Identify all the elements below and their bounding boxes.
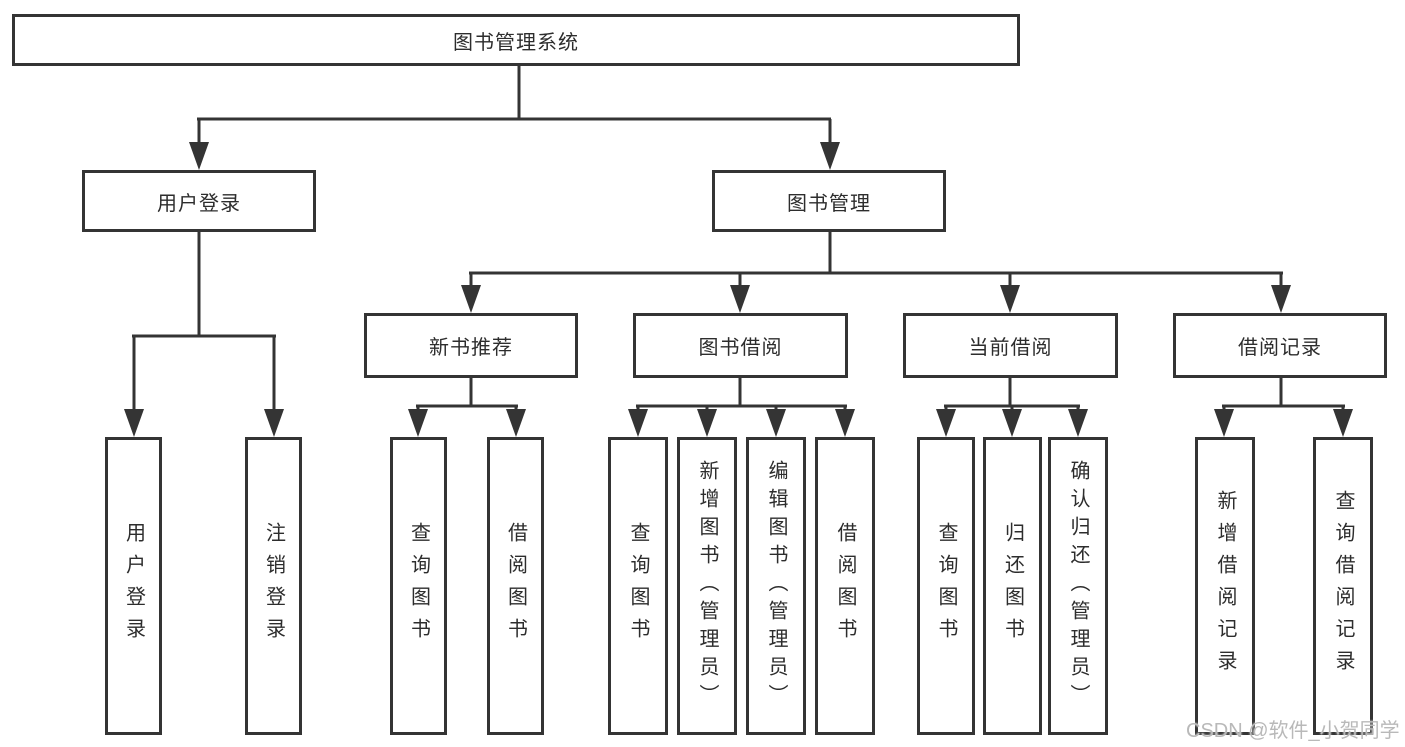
connector-new-book-recommend-to-children <box>408 378 526 437</box>
node-add-book-admin-label: 新增图书（管理员） <box>696 460 718 712</box>
node-recommend-query-books-label: 查询图书 <box>407 522 430 650</box>
csdn-watermark: CSDN @软件_小贺同学 <box>1186 720 1400 742</box>
node-logout-label: 注销登录 <box>262 522 285 650</box>
node-borrow-records: 借阅记录 <box>1173 313 1387 378</box>
arrowhead <box>1068 409 1088 437</box>
connector-current-borrowing-to-children <box>936 378 1088 437</box>
node-query-borrow-record: 查询借阅记录 <box>1313 437 1373 735</box>
node-book-borrowing-label: 图书借阅 <box>698 337 783 359</box>
connector-borrow-records-to-children <box>1214 378 1353 437</box>
node-user-login-action-label: 用户登录 <box>122 522 145 650</box>
node-book-borrowing: 图书借阅 <box>633 313 848 378</box>
node-current-query-books-label: 查询图书 <box>935 522 957 650</box>
arrowhead <box>506 409 526 437</box>
arrowhead <box>124 409 144 437</box>
node-confirm-return-admin-label: 确认归还（管理员） <box>1067 460 1089 712</box>
node-book-management: 图书管理 <box>712 170 946 232</box>
node-user-login: 用户登录 <box>82 170 316 232</box>
node-return-books: 归还图书 <box>983 437 1042 735</box>
arrowhead <box>820 142 840 170</box>
node-user-login-action: 用户登录 <box>105 437 162 735</box>
node-new-book-recommend: 新书推荐 <box>364 313 578 378</box>
node-borrowing-query-books: 查询图书 <box>608 437 668 735</box>
arrowhead <box>408 409 428 437</box>
connector-root-to-level1 <box>189 66 840 170</box>
connector-book-management-to-level2 <box>461 232 1291 313</box>
arrowhead <box>1214 409 1234 437</box>
node-recommend-query-books: 查询图书 <box>390 437 447 735</box>
node-borrowing-query-books-label: 查询图书 <box>627 522 649 650</box>
arrowhead <box>835 409 855 437</box>
arrowhead <box>628 409 648 437</box>
arrowhead <box>264 409 284 437</box>
node-return-books-label: 归还图书 <box>1001 522 1024 650</box>
arrowhead <box>697 409 717 437</box>
node-add-borrow-record-label: 新增借阅记录 <box>1214 490 1236 682</box>
arrowhead <box>936 409 956 437</box>
node-borrowing-borrow-books: 借阅图书 <box>815 437 875 735</box>
node-book-management-label: 图书管理 <box>787 192 871 215</box>
node-add-borrow-record: 新增借阅记录 <box>1195 437 1255 735</box>
node-borrowing-borrow-books-label: 借阅图书 <box>834 522 856 650</box>
node-root-label: 图书管理系统 <box>453 31 579 54</box>
arrowhead <box>730 285 750 313</box>
arrowhead <box>189 142 209 170</box>
node-edit-book-admin: 编辑图书（管理员） <box>746 437 806 735</box>
arrowhead <box>1000 285 1020 313</box>
node-current-query-books: 查询图书 <box>917 437 975 735</box>
node-confirm-return-admin: 确认归还（管理员） <box>1048 437 1108 735</box>
node-user-login-label: 用户登录 <box>157 192 241 215</box>
node-current-borrowing-label: 当前借阅 <box>968 337 1053 359</box>
node-root: 图书管理系统 <box>12 14 1020 66</box>
node-add-book-admin: 新增图书（管理员） <box>677 437 737 735</box>
arrowhead <box>1002 409 1022 437</box>
arrowhead <box>461 285 481 313</box>
arrowhead <box>1271 285 1291 313</box>
node-logout: 注销登录 <box>245 437 302 735</box>
connector-book-borrowing-to-children <box>628 378 855 437</box>
node-new-book-recommend-label: 新书推荐 <box>429 337 513 359</box>
node-recommend-borrow-books: 借阅图书 <box>487 437 544 735</box>
connector-user-login-to-children <box>124 232 284 437</box>
node-recommend-borrow-books-label: 借阅图书 <box>504 522 527 650</box>
node-current-borrowing: 当前借阅 <box>903 313 1118 378</box>
node-borrow-records-label: 借阅记录 <box>1238 337 1322 359</box>
arrowhead <box>1333 409 1353 437</box>
arrowhead <box>766 409 786 437</box>
node-edit-book-admin-label: 编辑图书（管理员） <box>765 460 787 712</box>
node-query-borrow-record-label: 查询借阅记录 <box>1332 490 1354 682</box>
